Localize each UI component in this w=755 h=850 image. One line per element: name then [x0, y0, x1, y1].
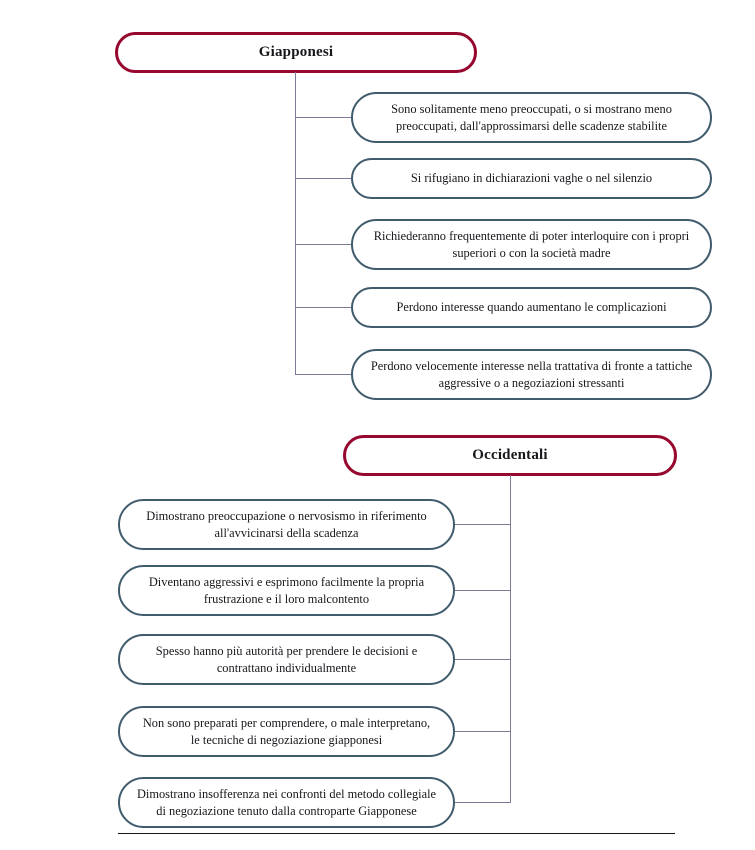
branch-line-occidentali-2	[455, 590, 511, 591]
node-occidentali-3-label: Spesso hanno più autorità per prendere l…	[155, 643, 418, 675]
node-occidentali-5-label: Dimostrano insofferenza nei confronti de…	[136, 786, 437, 818]
node-occidentali-2-label: Diventano aggressivi e esprimono facilme…	[148, 574, 425, 606]
branch-line-occidentali-5	[455, 802, 511, 803]
branch-line-giapponesi-4	[295, 307, 351, 308]
branch-line-occidentali-1	[455, 524, 511, 525]
node-giapponesi-4[interactable]: Perdono interesse quando aumentano le co…	[351, 287, 712, 328]
branch-line-giapponesi-3	[295, 244, 351, 245]
branch-line-giapponesi-1	[295, 117, 351, 118]
trunk-line-giapponesi	[295, 72, 296, 374]
node-occidentali-1[interactable]: Dimostrano preoccupazione o nervosismo i…	[118, 499, 455, 550]
node-giapponesi-1-label: Sono solitamente meno preoccupati, o si …	[391, 101, 672, 133]
bottom-divider	[118, 833, 675, 834]
node-giapponesi-1[interactable]: Sono solitamente meno preoccupati, o si …	[351, 92, 712, 143]
node-occidentali-2[interactable]: Diventano aggressivi e esprimono facilme…	[118, 565, 455, 616]
header-label-giapponesi: Giapponesi	[258, 44, 334, 60]
branch-line-giapponesi-5	[295, 374, 351, 375]
trunk-line-occidentali	[510, 475, 511, 802]
node-occidentali-4[interactable]: Non sono preparati per comprendere, o ma…	[118, 706, 455, 757]
node-occidentali-5[interactable]: Dimostrano insofferenza nei confronti de…	[118, 777, 455, 828]
branch-line-occidentali-3	[455, 659, 511, 660]
node-giapponesi-3[interactable]: Richiederanno frequentemente di poter in…	[351, 219, 712, 270]
node-giapponesi-2[interactable]: Si rifugiano in dichiarazioni vaghe o ne…	[351, 158, 712, 199]
node-giapponesi-5-label: Perdono velocemente interesse nella trat…	[370, 358, 693, 390]
header-node-occidentali[interactable]: Occidentali	[343, 435, 677, 476]
header-label-occidentali: Occidentali	[472, 447, 548, 463]
node-occidentali-4-label: Non sono preparati per comprendere, o ma…	[142, 715, 431, 747]
node-giapponesi-2-label: Si rifugiano in dichiarazioni vaghe o ne…	[410, 171, 653, 186]
branch-line-giapponesi-2	[295, 178, 351, 179]
node-occidentali-1-label: Dimostrano preoccupazione o nervosismo i…	[146, 508, 427, 540]
header-node-giapponesi[interactable]: Giapponesi	[115, 32, 477, 73]
node-occidentali-3[interactable]: Spesso hanno più autorità per prendere l…	[118, 634, 455, 685]
branch-line-occidentali-4	[455, 731, 511, 732]
node-giapponesi-3-label: Richiederanno frequentemente di poter in…	[373, 228, 690, 260]
node-giapponesi-5[interactable]: Perdono velocemente interesse nella trat…	[351, 349, 712, 400]
node-giapponesi-4-label: Perdono interesse quando aumentano le co…	[396, 300, 667, 315]
